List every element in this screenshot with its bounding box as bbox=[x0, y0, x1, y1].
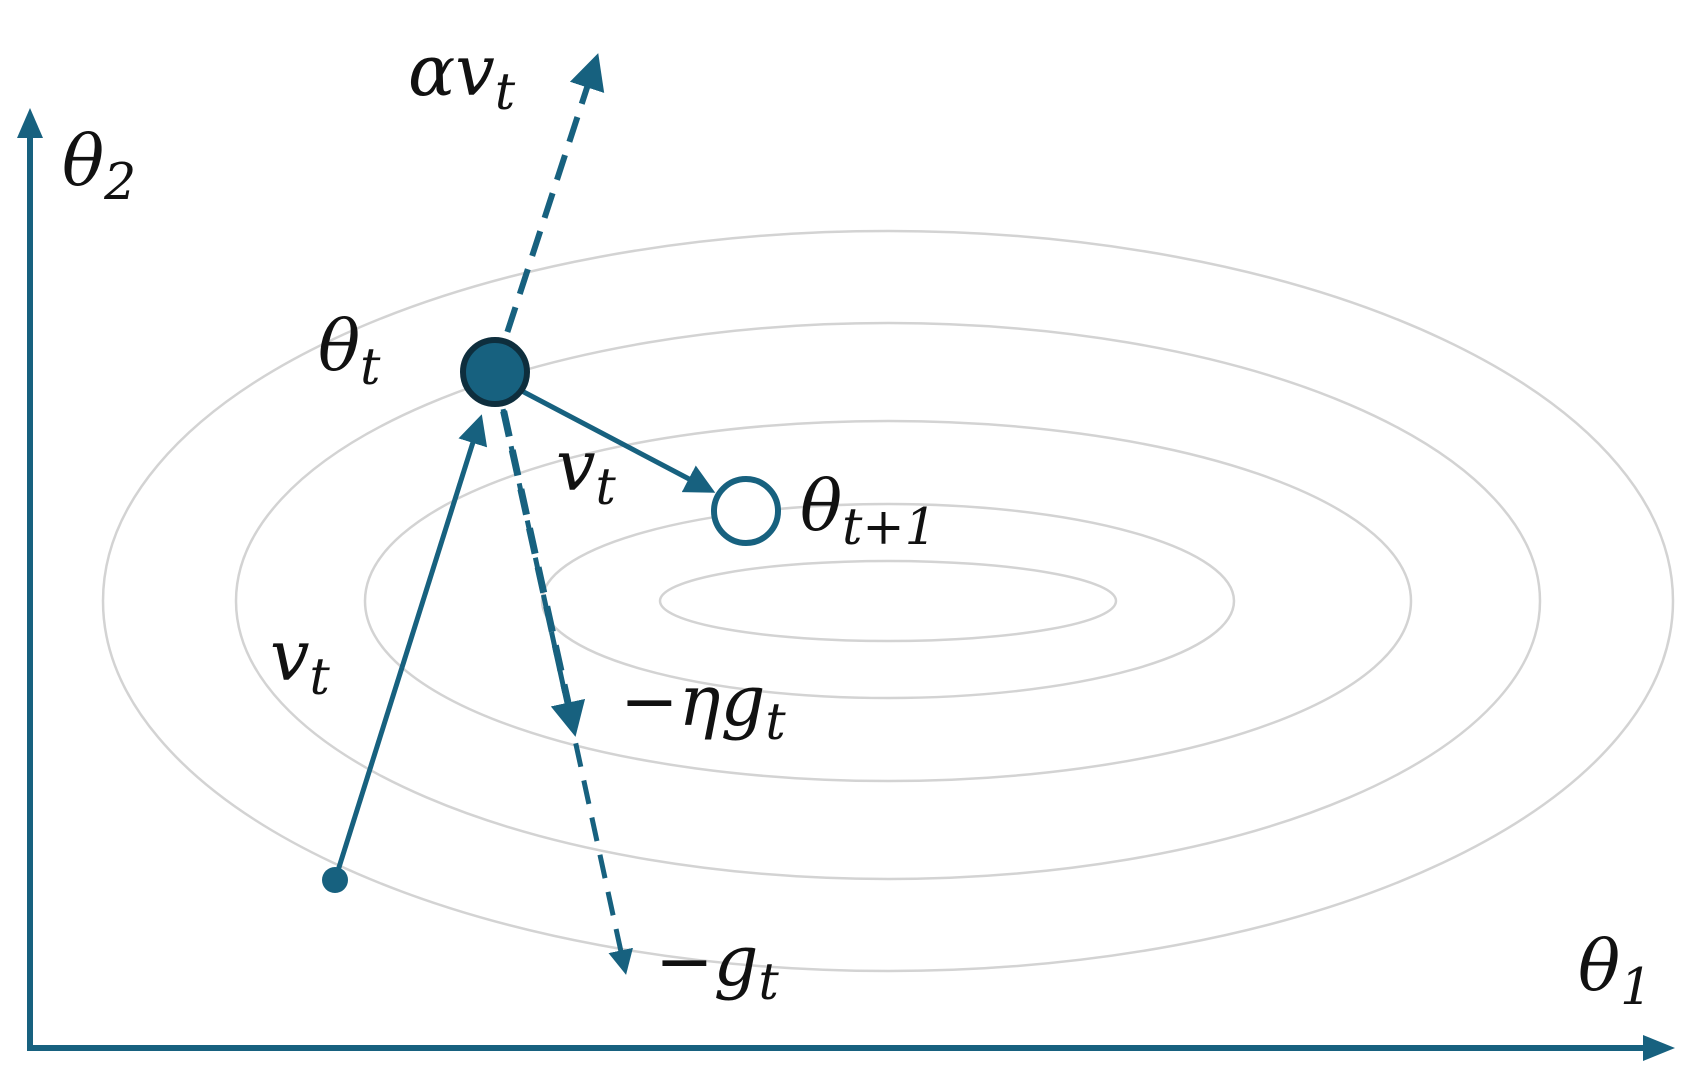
theta-prev-point bbox=[322, 867, 348, 893]
x-axis-arrowhead bbox=[1643, 1035, 1675, 1061]
neg-eta-gt-dashed-arrow bbox=[491, 371, 586, 737]
vt-prev-arrow bbox=[332, 414, 488, 881]
vt-next-label: vt bbox=[556, 425, 617, 516]
contour-ring-4 bbox=[540, 502, 1236, 700]
vt-prev-label: vt bbox=[270, 615, 331, 706]
loss-contours bbox=[101, 229, 1675, 973]
theta-t1-point bbox=[711, 476, 781, 546]
alpha-vt-label: αvt bbox=[408, 30, 516, 121]
x-axis-label: θ1 bbox=[1578, 925, 1652, 1016]
neg-eta-gt-label: −ηgt bbox=[620, 660, 786, 751]
y-axis-label: θ2 bbox=[62, 120, 136, 211]
alpha-vt-dashed-arrow bbox=[492, 53, 605, 371]
theta-t1-label: θt+1 bbox=[800, 465, 937, 556]
vt-next-arrow bbox=[518, 387, 716, 493]
contour-ring-1 bbox=[101, 229, 1675, 973]
contour-ring-3 bbox=[363, 419, 1413, 783]
theta-t-label: θt bbox=[318, 305, 381, 396]
contour-ring-5 bbox=[658, 559, 1118, 643]
y-axis-arrowhead bbox=[17, 108, 43, 138]
axes bbox=[27, 130, 1645, 1051]
neg-gt-label: −gt bbox=[655, 920, 779, 1011]
contour-ring-2 bbox=[234, 321, 1542, 881]
theta-t-point bbox=[460, 337, 530, 407]
